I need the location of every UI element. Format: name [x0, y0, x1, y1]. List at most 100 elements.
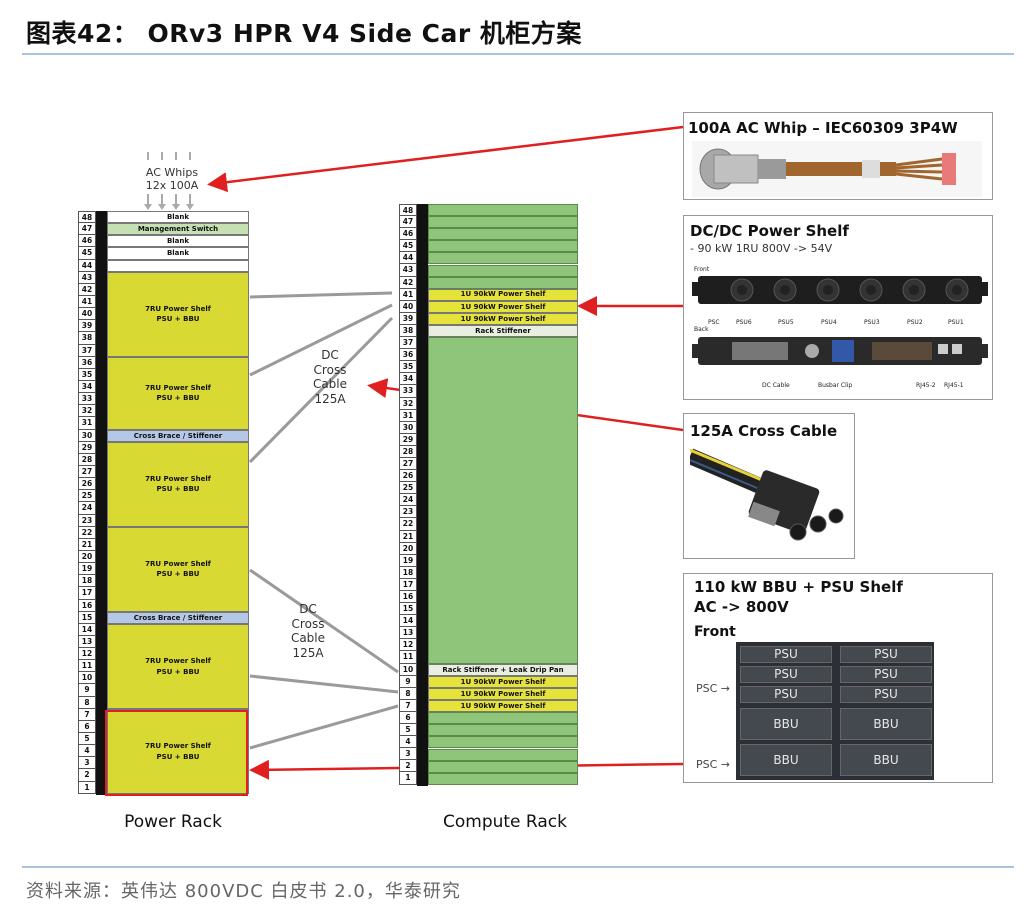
unit-number-21: 21 [78, 538, 96, 551]
psc-label-lower: PSC → [696, 758, 731, 771]
unit-number-26: 26 [399, 470, 417, 483]
unit-number-48: 48 [78, 211, 96, 224]
cross-cable-panel: 125A Cross Cable [683, 413, 855, 559]
cross-cable-lower-label: DC Cross Cable 125A [278, 602, 338, 660]
unit-number-6: 6 [78, 720, 96, 734]
psc-upper-text: PSC [696, 682, 718, 695]
power-rack-highlight-box [105, 710, 248, 796]
unit-number-20: 20 [399, 542, 417, 555]
ac-whip-panel: 100A AC Whip – IEC60309 3P4W [683, 112, 993, 200]
unit-number-15: 15 [78, 611, 96, 624]
bbu-module: BBU [840, 708, 932, 740]
slot-compute-block [428, 337, 578, 664]
unit-number-47: 47 [399, 216, 417, 229]
unit-number-2: 2 [78, 769, 96, 782]
unit-number-18: 18 [399, 566, 417, 579]
dcdc-back-label-item: RJ45-1 [944, 382, 964, 389]
dcdc-subtitle: - 90 kW 1RU 800V -> 54V [690, 242, 833, 255]
dcdc-front-label-item: PSU5 [778, 319, 794, 326]
unit-number-26: 26 [78, 478, 96, 491]
psc-label-upper: PSC → [696, 682, 731, 695]
power-rack-spine [96, 211, 107, 795]
unit-number-22: 22 [78, 526, 96, 539]
unit-number-45: 45 [78, 247, 96, 260]
slot-compute-unit [428, 204, 578, 217]
unit-number-36: 36 [399, 349, 417, 362]
unit-number-30: 30 [78, 429, 96, 442]
unit-number-42: 42 [399, 276, 417, 289]
unit-number-44: 44 [399, 252, 417, 265]
psu-module: PSU [840, 686, 932, 703]
unit-number-7: 7 [399, 699, 417, 712]
slot-power-shelf-1u: 1U 90kW Power Shelf [428, 688, 578, 701]
ac-whips-line1: AC Whips [145, 166, 199, 179]
psc-lower-text: PSC [696, 758, 718, 771]
unit-number-17: 17 [78, 587, 96, 600]
slot-management-switch: Management Switch [107, 223, 249, 236]
slot-power-shelf: 7RU Power Shelf PSU + BBU [107, 526, 249, 612]
slot-power-shelf-1u: 1U 90kW Power Shelf [428, 312, 578, 325]
unit-number-35: 35 [399, 361, 417, 374]
psu-module: PSU [840, 646, 932, 663]
cross-lower-l2: Cross [291, 616, 325, 631]
bbu-front-label: Front [694, 624, 736, 640]
unit-number-35: 35 [78, 368, 96, 381]
unit-number-10: 10 [78, 672, 96, 685]
unit-number-4: 4 [78, 745, 96, 758]
unit-number-46: 46 [399, 228, 417, 241]
unit-number-15: 15 [399, 603, 417, 616]
slot-power-shelf-1u: 1U 90kW Power Shelf [428, 675, 578, 688]
slot-compute-unit [428, 724, 578, 737]
arrow-ac-whip [207, 125, 684, 193]
unit-number-20: 20 [78, 550, 96, 564]
unit-number-37: 37 [399, 337, 417, 350]
unit-number-25: 25 [399, 482, 417, 495]
cross-upper-l2: Cross [313, 362, 347, 377]
slot-blank: Blank [107, 247, 249, 260]
unit-number-19: 19 [78, 563, 96, 576]
cable-line [249, 704, 399, 750]
unit-number-12: 12 [78, 648, 96, 661]
unit-number-3: 3 [78, 757, 96, 770]
unit-number-1: 1 [78, 781, 96, 794]
source-note: 资料来源：英伟达 800VDC 白皮书 2.0，华泰研究 [26, 881, 461, 902]
dcdc-back-label-item: Busbar Clip [818, 382, 853, 389]
unit-number-12: 12 [399, 639, 417, 652]
cross-cable-upper-label: DC Cross Cable 125A [300, 348, 360, 406]
unit-number-47: 47 [78, 223, 96, 236]
unit-number-28: 28 [78, 453, 96, 466]
dcdc-back-label-item: RJ45-2 [916, 382, 936, 389]
cross-upper-l1: DC [321, 348, 339, 362]
slot-compute-unit [428, 228, 578, 241]
slot-power-shelf: 7RU Power Shelf PSU + BBU [107, 356, 249, 430]
unit-number-34: 34 [78, 380, 96, 394]
title-divider [22, 53, 1014, 55]
slot-power-shelf: 7RU Power Shelf PSU + BBU [107, 441, 249, 527]
unit-number-3: 3 [399, 748, 417, 761]
unit-number-31: 31 [399, 409, 417, 422]
slot-cross-brace: Cross Brace / Stiffener [107, 611, 249, 625]
bbu-title-l1: 110 kW BBU + PSU Shelf [694, 578, 903, 596]
cable-line [249, 291, 393, 299]
unit-number-16: 16 [399, 591, 417, 604]
unit-number-2: 2 [399, 760, 417, 773]
unit-number-10: 10 [399, 663, 417, 676]
slot-compute-unit [428, 760, 578, 773]
unit-number-36: 36 [78, 356, 96, 369]
unit-number-14: 14 [399, 615, 417, 628]
unit-number-22: 22 [399, 518, 417, 531]
unit-number-27: 27 [78, 465, 96, 479]
ac-whips-line2: 12x 100A [145, 179, 199, 192]
unit-number-21: 21 [399, 530, 417, 543]
slot-compute-unit [428, 216, 578, 229]
dcdc-front-label-item: PSU1 [948, 319, 964, 326]
unit-number-33: 33 [78, 393, 96, 406]
bbu-title-l2: AC -> 800V [694, 598, 789, 616]
slot-compute-unit [428, 712, 578, 725]
unit-number-29: 29 [399, 433, 417, 446]
unit-number-17: 17 [399, 578, 417, 591]
cross-upper-l3: Cable [312, 377, 348, 391]
unit-number-27: 27 [399, 457, 417, 471]
